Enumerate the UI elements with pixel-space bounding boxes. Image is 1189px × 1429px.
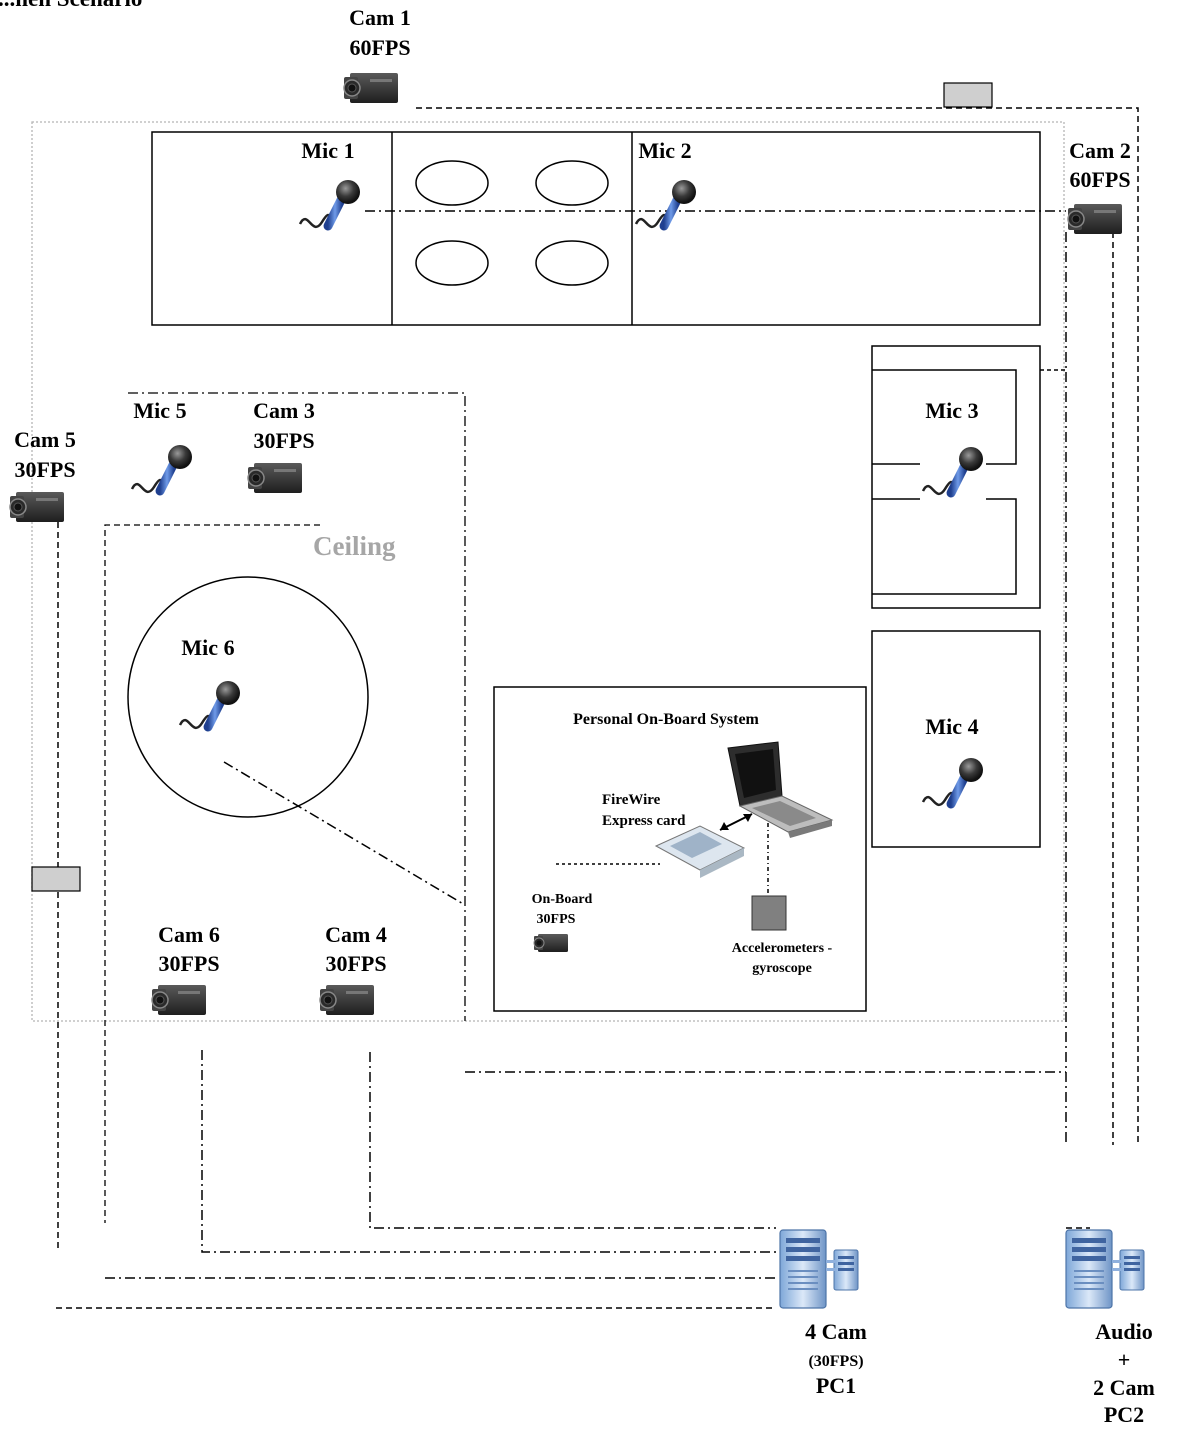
repeater-icon bbox=[943, 82, 993, 108]
right-cabinet-lower bbox=[871, 630, 1041, 848]
pc2-line4: PC2 bbox=[1104, 1402, 1144, 1427]
express-card-icon bbox=[654, 825, 746, 878]
diagram-title: ...hen Scenario bbox=[0, 0, 142, 11]
microphone-icon bbox=[636, 180, 696, 227]
onboard-cam-label: On-Board bbox=[532, 892, 593, 907]
cam6-fps: 30FPS bbox=[158, 951, 219, 976]
camera-icon bbox=[533, 933, 569, 953]
mic6-zone bbox=[127, 576, 369, 818]
microphone-icon bbox=[132, 445, 192, 492]
cam3-fps: 30FPS bbox=[253, 428, 314, 453]
sensor-label-1: Accelerometers - bbox=[732, 941, 833, 956]
express-card-label: Express card bbox=[602, 813, 686, 829]
mic2-label: Mic 2 bbox=[638, 138, 691, 163]
cam4-name: Cam 4 bbox=[325, 922, 387, 947]
microphone-icon bbox=[180, 681, 240, 728]
pc1-line2: (30FPS) bbox=[808, 1353, 863, 1370]
firewire-label: FireWire bbox=[602, 792, 661, 808]
onboard-title: Personal On-Board System bbox=[573, 711, 759, 728]
repeater-icon bbox=[31, 866, 81, 892]
cam3: Cam 3 30FPS bbox=[247, 398, 315, 494]
laptop-icon bbox=[727, 741, 834, 838]
card-link-arrowhead bbox=[743, 814, 752, 822]
mic4: Mic 4 bbox=[923, 714, 983, 805]
pc1: 4 Cam (30FPS) PC1 bbox=[779, 1229, 867, 1398]
mic5-label: Mic 5 bbox=[133, 398, 186, 423]
room-boundary bbox=[31, 121, 1065, 1022]
cam5: Cam 5 30FPS bbox=[9, 427, 76, 523]
cam2: Cam 2 60FPS bbox=[1067, 138, 1131, 235]
cam2-name: Cam 2 bbox=[1069, 138, 1131, 163]
pc1-line3: PC1 bbox=[816, 1373, 856, 1398]
mic3: Mic 3 bbox=[923, 398, 983, 494]
camera-icon bbox=[343, 72, 399, 104]
cam2-fps: 60FPS bbox=[1069, 167, 1130, 192]
microphone-icon bbox=[300, 180, 360, 227]
pc2-line3: 2 Cam bbox=[1093, 1375, 1155, 1400]
mic5: Mic 5 bbox=[132, 398, 192, 492]
mic1-label: Mic 1 bbox=[301, 138, 354, 163]
camera-icon bbox=[151, 984, 207, 1016]
sensor-icon bbox=[751, 895, 787, 931]
onboard-system: Personal On-Board System FireWire Expres… bbox=[532, 711, 834, 976]
pc1-line1: 4 Cam bbox=[805, 1319, 867, 1344]
cam1-name: Cam 1 bbox=[349, 5, 411, 30]
cam6-name: Cam 6 bbox=[158, 922, 220, 947]
pc-server-icon bbox=[1065, 1229, 1145, 1309]
pc2-line1: Audio bbox=[1095, 1319, 1152, 1344]
cam3-name: Cam 3 bbox=[253, 398, 315, 423]
pc2-line2: + bbox=[1118, 1347, 1131, 1372]
top-counter bbox=[151, 131, 1041, 326]
cam6: Cam 6 30FPS bbox=[151, 922, 220, 1016]
pc2: Audio + 2 Cam PC2 bbox=[1065, 1229, 1155, 1427]
microphone-icon bbox=[923, 758, 983, 805]
mic3-label: Mic 3 bbox=[925, 398, 978, 423]
mic4-label: Mic 4 bbox=[925, 714, 978, 739]
mic6: Mic 6 bbox=[180, 635, 240, 728]
cam5-name: Cam 5 bbox=[14, 427, 76, 452]
table-seats bbox=[415, 160, 609, 286]
cam4: Cam 4 30FPS bbox=[319, 922, 387, 1016]
camera-icon bbox=[319, 984, 375, 1016]
cam4-fps: 30FPS bbox=[325, 951, 386, 976]
cam1-fps: 60FPS bbox=[349, 35, 410, 60]
onboard-cam-fps: 30FPS bbox=[537, 912, 576, 927]
cam5-fps: 30FPS bbox=[14, 457, 75, 482]
cam1: Cam 1 60FPS bbox=[343, 5, 411, 104]
mic6-label: Mic 6 bbox=[181, 635, 234, 660]
camera-icon bbox=[247, 462, 303, 494]
camera-icon bbox=[1067, 203, 1123, 235]
right-cabinet-upper bbox=[871, 345, 1041, 609]
pc-server-icon bbox=[779, 1229, 859, 1309]
camera-icon bbox=[9, 491, 65, 523]
card-link-arrowhead bbox=[720, 822, 729, 830]
ceiling-label: Ceiling bbox=[313, 531, 396, 561]
sensor-label-2: gyroscope bbox=[752, 961, 812, 976]
mic1: Mic 1 bbox=[300, 138, 360, 227]
mic2: Mic 2 bbox=[636, 138, 696, 227]
microphone-icon bbox=[923, 447, 983, 494]
ceiling-region bbox=[104, 392, 466, 1223]
